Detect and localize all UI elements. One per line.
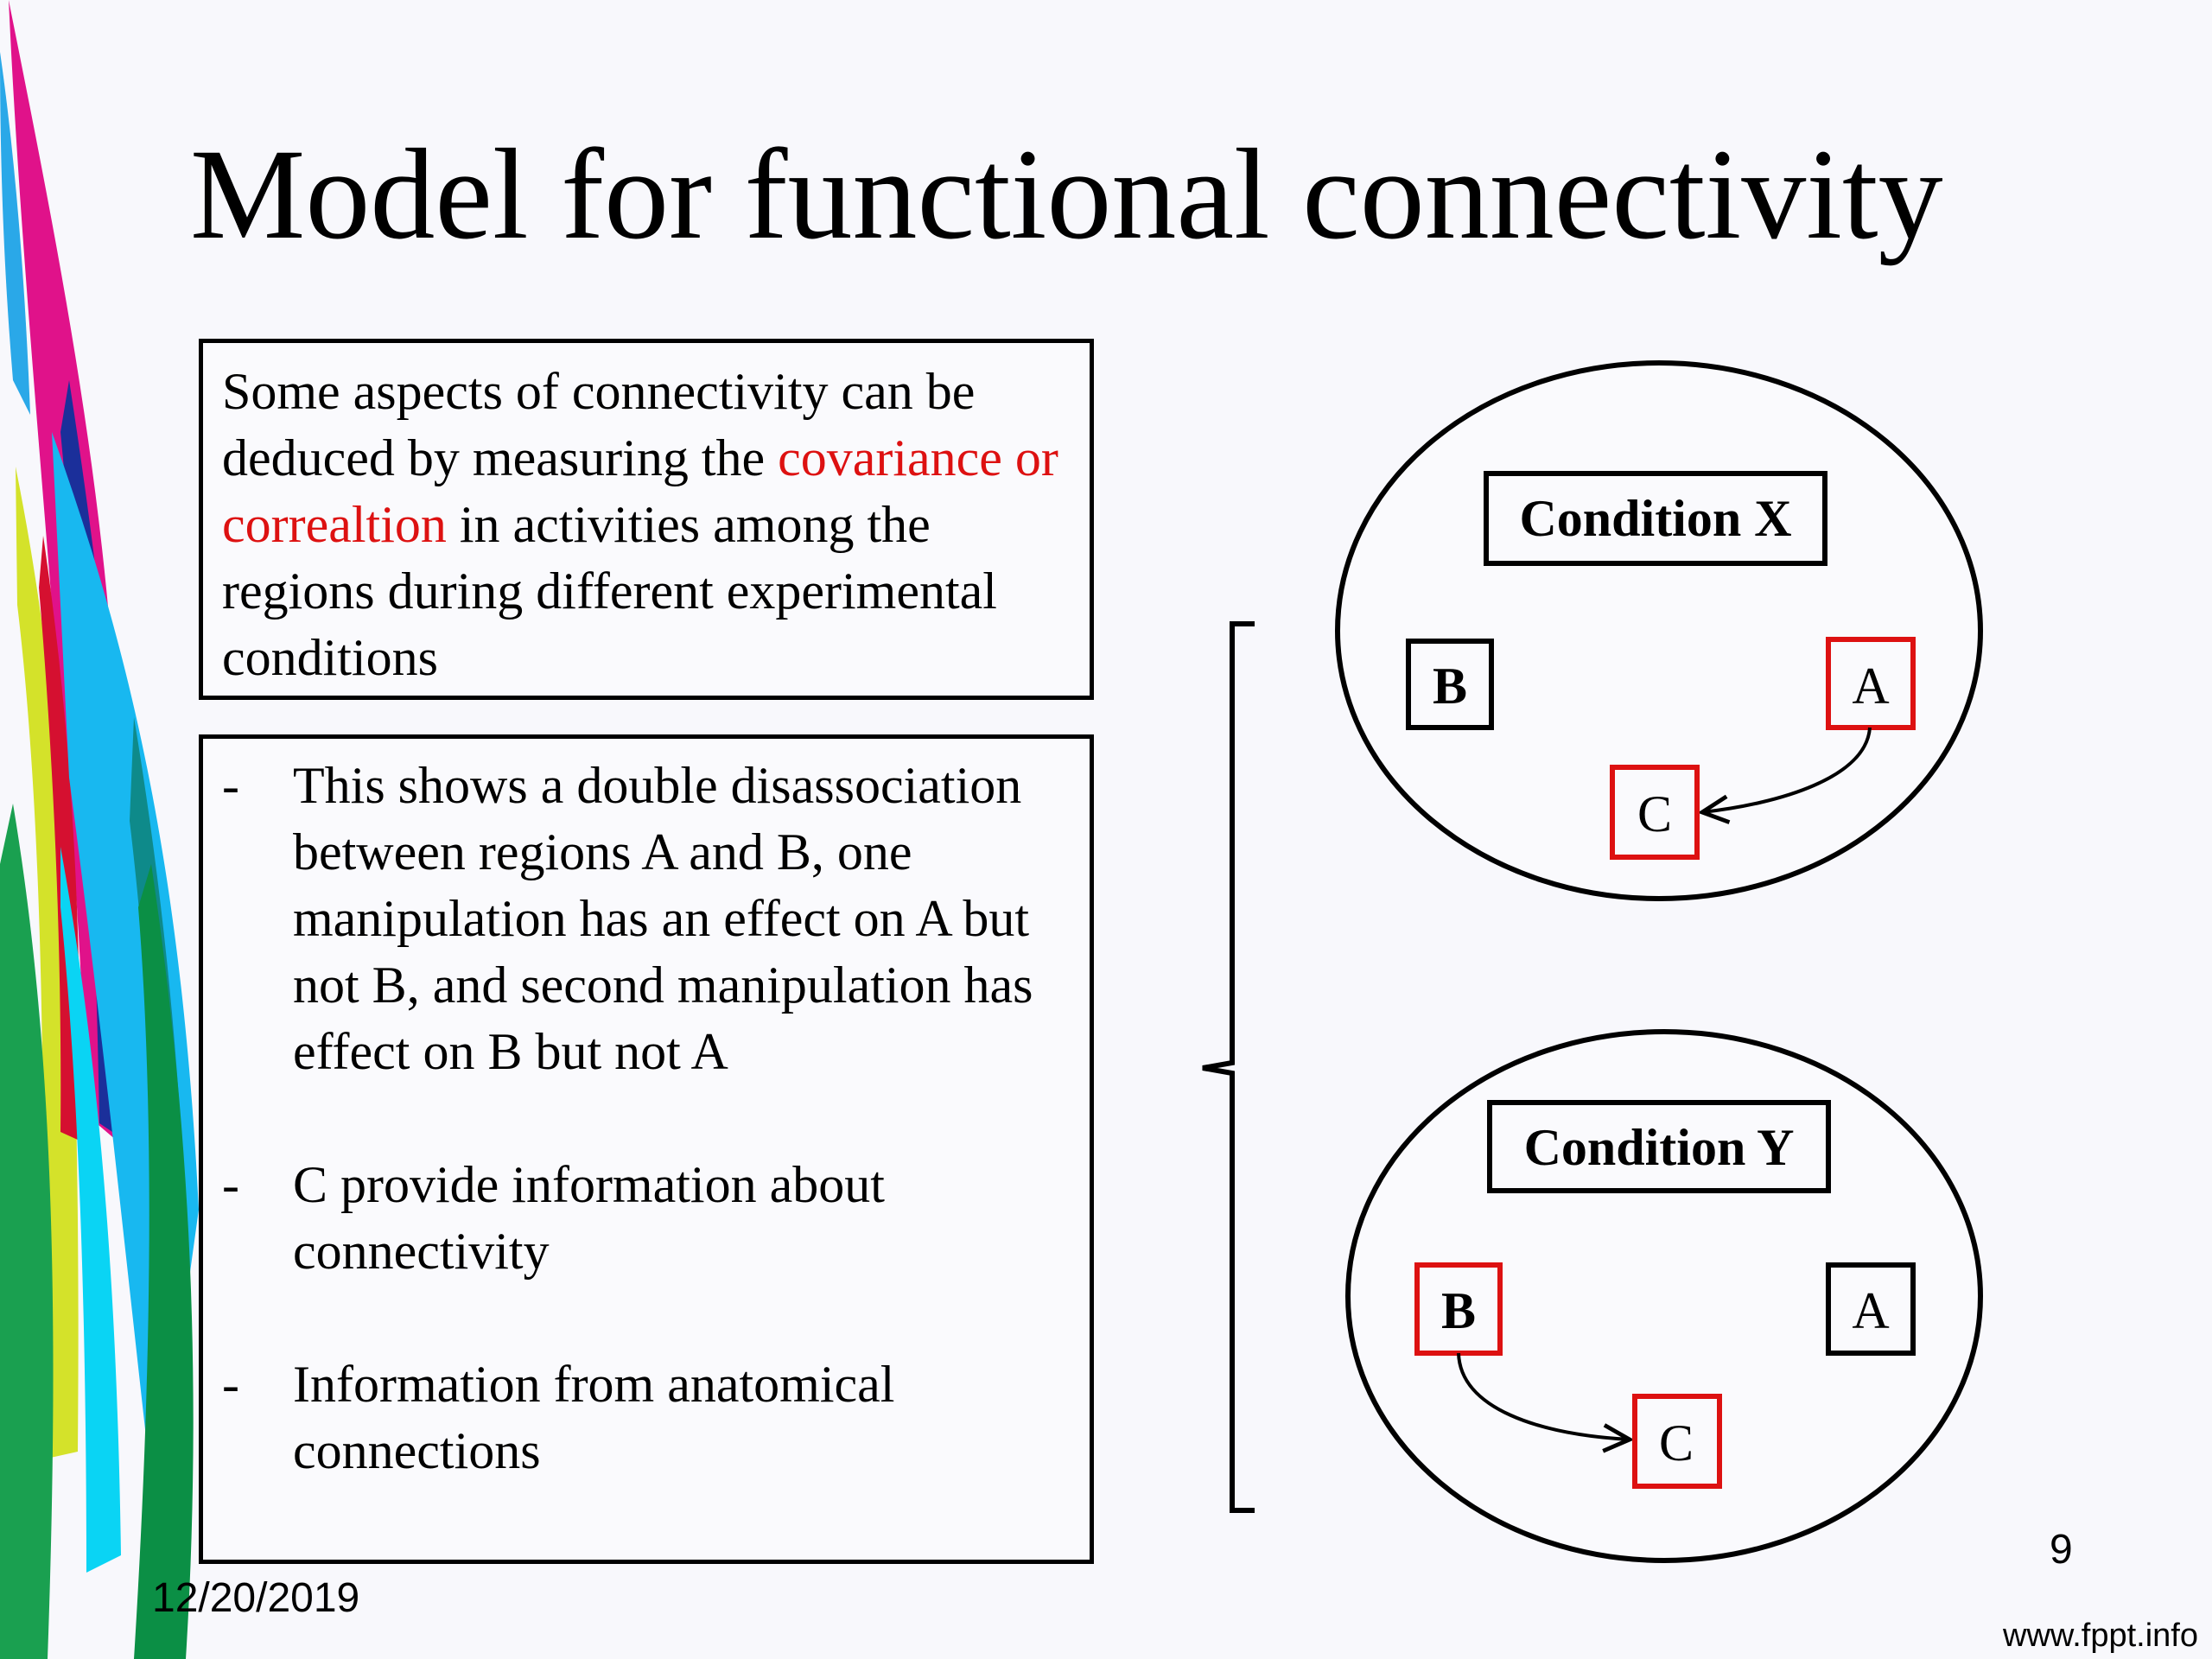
condition-x-node-a-label: A	[1852, 658, 1889, 715]
condition-x-label-box	[1484, 471, 1827, 566]
intro-text-box: Some aspects of connectivity can be dedu…	[199, 339, 1094, 700]
condition-x-arrow-a-to-c	[1702, 727, 1872, 812]
bullet-dash: -	[222, 1156, 239, 1213]
bullet-dash: -	[222, 757, 239, 814]
condition-y-node-b-label: B	[1441, 1282, 1476, 1339]
intro-paragraph: Some aspects of connectivity can be dedu…	[222, 359, 1071, 691]
intro-highlight: covariance or correaltion	[222, 429, 1058, 553]
footer-url: www.fppt.info	[2003, 1618, 2198, 1654]
bullet-dash: -	[222, 1356, 239, 1413]
page-number: 9	[2050, 1527, 2073, 1573]
slide-date: 12/20/2019	[152, 1575, 360, 1621]
ribbon-darkgreen	[134, 864, 194, 1659]
ribbon-green	[0, 804, 54, 1659]
condition-y-label: Condition Y	[1524, 1119, 1795, 1176]
bullet-text: Information from anatomical connections	[293, 1356, 895, 1479]
condition-y-node-c	[1632, 1394, 1722, 1489]
bullet-item: - Information from anatomical connection…	[222, 1351, 1071, 1484]
condition-y-arrow-b-to-c	[1457, 1352, 1630, 1440]
intro-text-part1: Some aspects of connectivity can be dedu…	[222, 363, 976, 486]
condition-y-node-a	[1826, 1262, 1916, 1356]
condition-y-label-box	[1487, 1100, 1831, 1193]
condition-y-node-c-label: C	[1659, 1414, 1694, 1471]
condition-x-node-b-label: B	[1433, 658, 1467, 715]
slide-title: Model for functional connectivity	[190, 123, 1943, 266]
bullet-item: - C provide information about connectivi…	[222, 1152, 1071, 1285]
bullet-text: This shows a double disassociation betwe…	[293, 757, 1033, 1080]
ribbon-lightcyan	[60, 847, 121, 1573]
condition-x-node-c-label: C	[1637, 785, 1672, 842]
condition-x-group: Condition X B A C	[1335, 360, 1983, 901]
bullet-text: C provide information about connectivity	[293, 1156, 885, 1280]
condition-y-node-a-label: A	[1852, 1282, 1889, 1339]
bullet-item: - This shows a double disassociation bet…	[222, 753, 1071, 1085]
decorative-ribbons	[0, 0, 199, 1659]
intro-text-part2: in activities among the regions during d…	[222, 496, 997, 686]
condition-x-node-c	[1610, 765, 1700, 860]
grouping-bracket	[1202, 621, 1255, 1513]
condition-x-node-a	[1826, 637, 1916, 730]
bullets-box: - This shows a double disassociation bet…	[199, 734, 1094, 1564]
ribbon-blue-top	[0, 52, 30, 415]
condition-x-label: Condition X	[1519, 490, 1791, 547]
condition-x-node-b	[1406, 639, 1494, 730]
ribbon-yellow	[16, 467, 79, 1460]
condition-y-group: Condition Y B A C	[1345, 1029, 1983, 1563]
